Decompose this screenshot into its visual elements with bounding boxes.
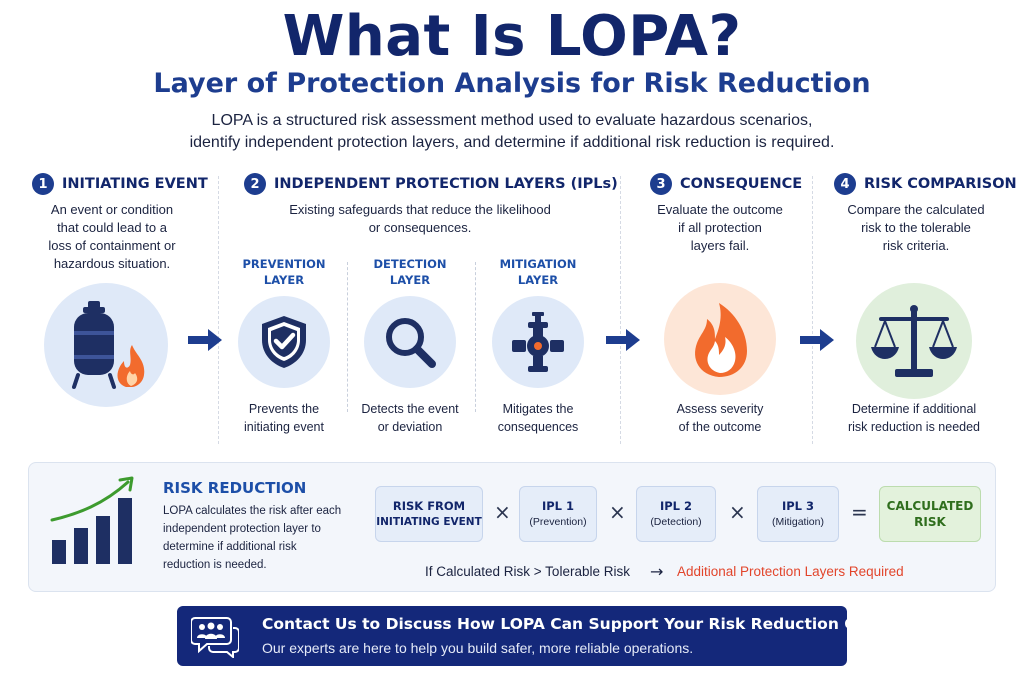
risk-reduction-title: RISK REDUCTION — [163, 479, 307, 497]
multiply-operator: × — [729, 500, 746, 524]
scales-icon — [871, 305, 957, 377]
equals-operator: = — [851, 500, 868, 524]
risk-comparison-circle — [856, 283, 972, 399]
gas-tank-fire-icon — [72, 301, 145, 389]
prevention-layer-circle — [238, 296, 330, 388]
magnifier-icon — [386, 318, 436, 368]
detection-layer-caption: Detects the event or deviation — [361, 402, 459, 434]
step-2-header: 2 INDEPENDENT PROTECTION LAYERS (IPLs) — [244, 173, 618, 195]
initiating-event-circle — [44, 283, 168, 407]
shield-check-icon — [262, 316, 306, 368]
step-4-description: Compare the calculated risk to the toler… — [847, 202, 985, 253]
flow-arrow-icon — [188, 329, 222, 351]
layer-divider — [347, 262, 348, 412]
flow-arrow-icon — [606, 329, 640, 351]
step-4-header: 4 RISK COMPARISON — [834, 173, 1017, 195]
step-3-description: Evaluate the outcome if all protection l… — [657, 202, 783, 253]
section-divider — [620, 176, 621, 444]
multiply-operator: × — [609, 500, 626, 524]
mitigation-layer-caption: Mitigates the consequences — [497, 402, 579, 434]
formula-ipl3-box: IPL 3 (Mitigation) — [757, 486, 839, 542]
consequence-caption: Assess severity of the outcome — [676, 402, 764, 434]
detection-layer-circle — [364, 296, 456, 388]
contact-banner-title: Contact Us to Discuss How LOPA Can Suppo… — [262, 615, 893, 633]
formula-initiating-risk-box: RISK FROM INITIATING EVENT — [375, 486, 483, 542]
step-1-header: 1 INITIATING EVENT — [32, 173, 208, 195]
growth-chart-icon — [50, 476, 134, 564]
step-2-title: INDEPENDENT PROTECTION LAYERS (IPLs) — [274, 176, 618, 192]
page-subtitle: Layer of Protection Analysis for Risk Re… — [153, 68, 871, 99]
detection-layer-title: DETECTION LAYER — [373, 257, 447, 287]
consequence-circle — [664, 283, 776, 395]
contact-banner-subtitle: Our experts are here to help you build s… — [262, 640, 694, 656]
risk-reduction-description: LOPA calculates the risk after each inde… — [163, 505, 342, 571]
page-title: What Is LOPA? — [282, 4, 742, 69]
step-3-number: 3 — [650, 173, 672, 195]
step-4-title: RISK COMPARISON — [864, 176, 1017, 192]
step-1-description: An event or condition that could lead to… — [48, 202, 176, 271]
flow-arrow-icon — [800, 329, 834, 351]
section-divider — [218, 176, 219, 444]
mitigation-layer-title: MITIGATION LAYER — [499, 257, 577, 287]
condition-arrow-icon: → — [650, 562, 664, 581]
mitigation-layer-circle — [492, 296, 584, 388]
section-divider — [812, 176, 813, 444]
formula-ipl1-box: IPL 1 (Prevention) — [519, 486, 597, 542]
valve-icon — [512, 312, 564, 372]
prevention-layer-caption: Prevents the initiating event — [244, 402, 324, 434]
intro-text: LOPA is a structured risk assessment met… — [189, 112, 835, 151]
risk-comparison-caption: Determine if additional risk reduction i… — [847, 402, 981, 434]
risk-condition: If Calculated Risk > Tolerable Risk — [425, 564, 630, 579]
prevention-layer-title: PREVENTION LAYER — [242, 257, 326, 287]
step-1-number: 1 — [32, 173, 54, 195]
step-2-number: 2 — [244, 173, 266, 195]
contact-banner[interactable]: Contact Us to Discuss How LOPA Can Suppo… — [177, 606, 893, 666]
step-2-description: Existing safeguards that reduce the like… — [289, 202, 551, 235]
flame-icon — [695, 303, 747, 377]
risk-condition-result: Additional Protection Layers Required — [677, 564, 904, 579]
multiply-operator: × — [494, 500, 511, 524]
step-4-number: 4 — [834, 173, 856, 195]
layer-divider — [475, 262, 476, 412]
step-3-header: 3 CONSEQUENCE — [650, 173, 802, 195]
formula-ipl2-box: IPL 2 (Detection) — [636, 486, 716, 542]
step-3-title: CONSEQUENCE — [680, 176, 803, 192]
step-1-title: INITIATING EVENT — [62, 176, 208, 192]
formula-calculated-risk-box: CALCULATED RISK — [879, 486, 981, 542]
chat-group-icon — [191, 617, 239, 658]
